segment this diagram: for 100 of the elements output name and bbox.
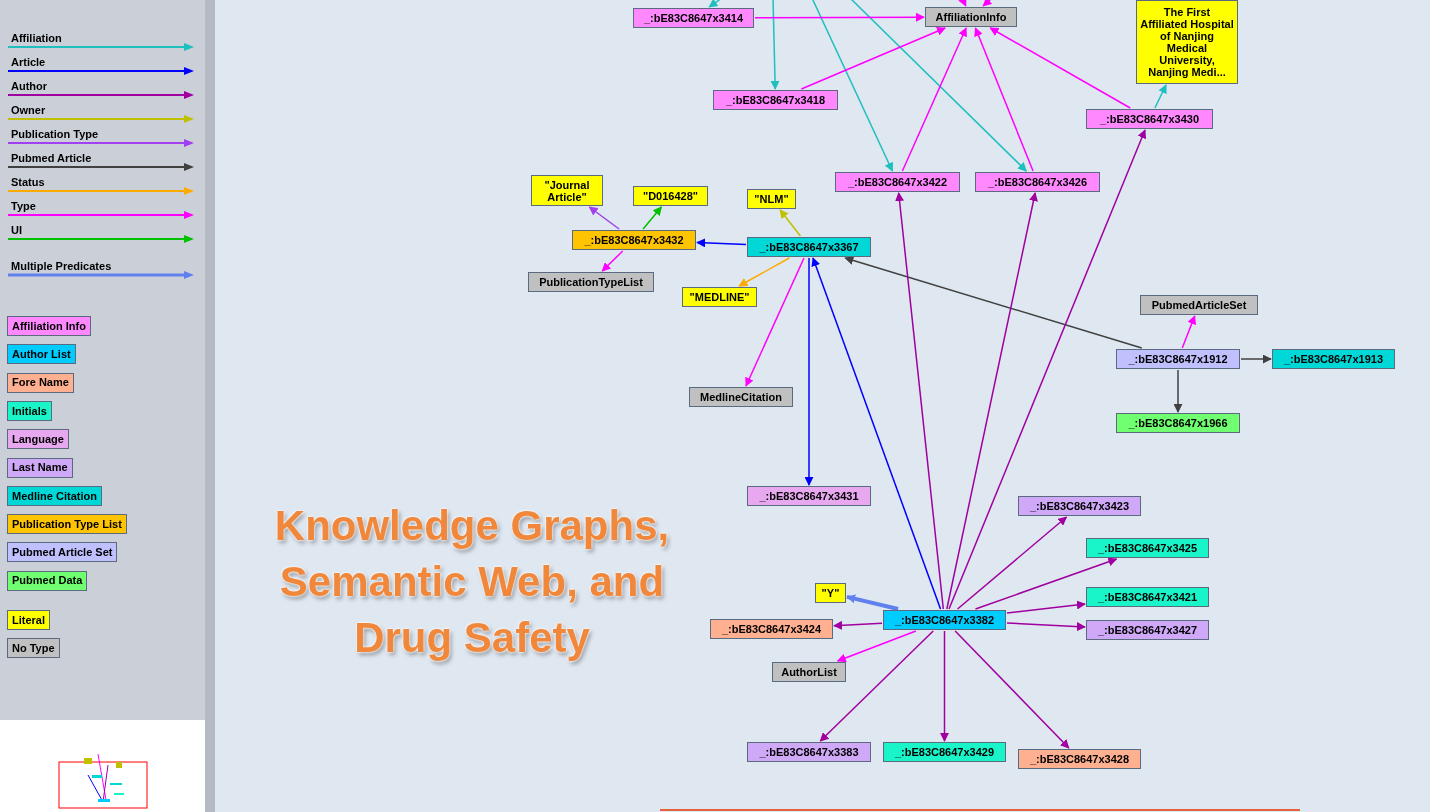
legend-label: Affiliation (11, 32, 62, 44)
legend-label: Pubmed Data (12, 573, 83, 589)
node-label: _:bE83C8647x3428 (1029, 753, 1130, 765)
arrow (601, 250, 624, 272)
node-box (975, 172, 1100, 192)
node-box (883, 742, 1006, 762)
title: Knowledge Graphs, Semantic Web, and Drug Safety (274, 501, 670, 663)
arrow (588, 206, 620, 230)
node-label: _:bE83C8647x3430 (1099, 113, 1200, 125)
legend-label: Literal (12, 612, 45, 628)
node-box (633, 186, 708, 206)
node-label: _:bE83C8647x3425 (1097, 542, 1198, 554)
legend-label: Last Name (12, 460, 68, 476)
arrow (770, 0, 780, 90)
node-box (528, 272, 654, 292)
node-label: "NLM" (754, 193, 789, 205)
legend-label: Publication Type (11, 128, 99, 140)
node-label: _:bE83C8647x3383 (759, 746, 859, 758)
node-label: PubmedArticleSet (1151, 299, 1247, 311)
node-label: _:bE83C8647x3422 (847, 176, 948, 188)
arrow (954, 630, 1070, 749)
arrow (696, 238, 747, 248)
node-box (572, 230, 696, 250)
arrow (754, 12, 925, 22)
node-label: _:bE83C8647x3427 (1097, 624, 1198, 636)
node-label: _:bE83C8647x1912 (1128, 353, 1228, 365)
node-label: _:bE83C8647x3429 (894, 746, 995, 758)
legend-label: Fore Name (12, 375, 69, 391)
node-label: _:bE83C8647x1913 (1283, 353, 1384, 365)
legend-label: Article (11, 56, 46, 68)
node-label: "Journal Article" (543, 178, 591, 203)
node-label: _:bE83C8647x3424 (721, 623, 822, 635)
arrow (1006, 622, 1086, 631)
arrow (982, 0, 993, 7)
node-label: _:bE83C8647x3367 (759, 241, 859, 253)
arrow (800, 27, 946, 90)
arrow (779, 209, 802, 237)
arrow (738, 257, 791, 287)
node-label: _:bE83C8647x3414 (643, 12, 744, 24)
node-box (1272, 349, 1395, 369)
node-label: _:bE83C8647x3421 (1097, 591, 1198, 603)
node-box (713, 90, 838, 110)
legend-label: Status (11, 176, 45, 188)
node-box (772, 662, 846, 682)
node-label: The First Affiliated Hospital of Nanjing Medical University, Nanjing Medi... (1140, 6, 1234, 78)
node-box (1086, 109, 1213, 129)
node-box (682, 287, 757, 307)
arrow (948, 129, 1147, 610)
legend-label: Affiliation Info (12, 318, 86, 334)
arrow (833, 620, 883, 630)
arrow (708, 0, 723, 8)
node-box (1018, 496, 1141, 516)
arrow (846, 594, 899, 611)
legend-label: Author List (12, 347, 71, 363)
legend-label: Publication Type List (12, 516, 122, 532)
legend-label: Pubmed Article (11, 152, 92, 164)
arrow (958, 0, 967, 7)
arrow (1181, 315, 1196, 349)
node-label: _:bE83C8647x3382 (894, 614, 995, 626)
node-label: _:bE83C8647x3432 (584, 234, 684, 246)
node-label: AuthorList (781, 666, 837, 678)
node-box (747, 742, 871, 762)
node-box (1086, 587, 1209, 607)
legend-label: Owner (11, 104, 46, 116)
arrow (745, 257, 805, 387)
node-box (835, 172, 960, 192)
arrow (895, 192, 945, 610)
node-box (531, 175, 603, 206)
node-label: MedlineCitation (700, 391, 782, 403)
arrow (940, 630, 949, 742)
legend-label: Type (11, 200, 36, 212)
legend-label: Language (12, 431, 64, 447)
arrow (901, 27, 967, 172)
node-box (747, 189, 796, 209)
node-box (883, 610, 1006, 630)
node-box (1116, 413, 1240, 433)
node-box (1136, 0, 1238, 84)
legend-label: Initials (12, 403, 47, 419)
arrow (642, 206, 663, 230)
arrow (819, 630, 934, 742)
node-label: "D016428" (642, 190, 699, 202)
arrow (1154, 84, 1167, 109)
legend-label: Pubmed Article Set (12, 545, 113, 561)
arrow (1240, 354, 1272, 364)
legend-label: No Type (12, 640, 55, 656)
arrow (844, 256, 1143, 349)
arrow (946, 192, 1038, 610)
node-label: _:bE83C8647x3431 (759, 490, 859, 502)
legend-label: Multiple Predicates (11, 260, 112, 272)
arrow (974, 27, 1034, 172)
legend-label: UI (11, 224, 22, 236)
legend-label: Medline Citation (12, 488, 97, 504)
node-box (815, 583, 846, 603)
arrow (989, 27, 1131, 109)
node-box (1018, 749, 1141, 769)
arrow (956, 516, 1068, 610)
node-label: PublicationTypeList (539, 276, 643, 288)
node-box (1140, 295, 1258, 315)
arrow (1006, 600, 1086, 614)
node-label: AffiliationInfo (935, 11, 1007, 23)
